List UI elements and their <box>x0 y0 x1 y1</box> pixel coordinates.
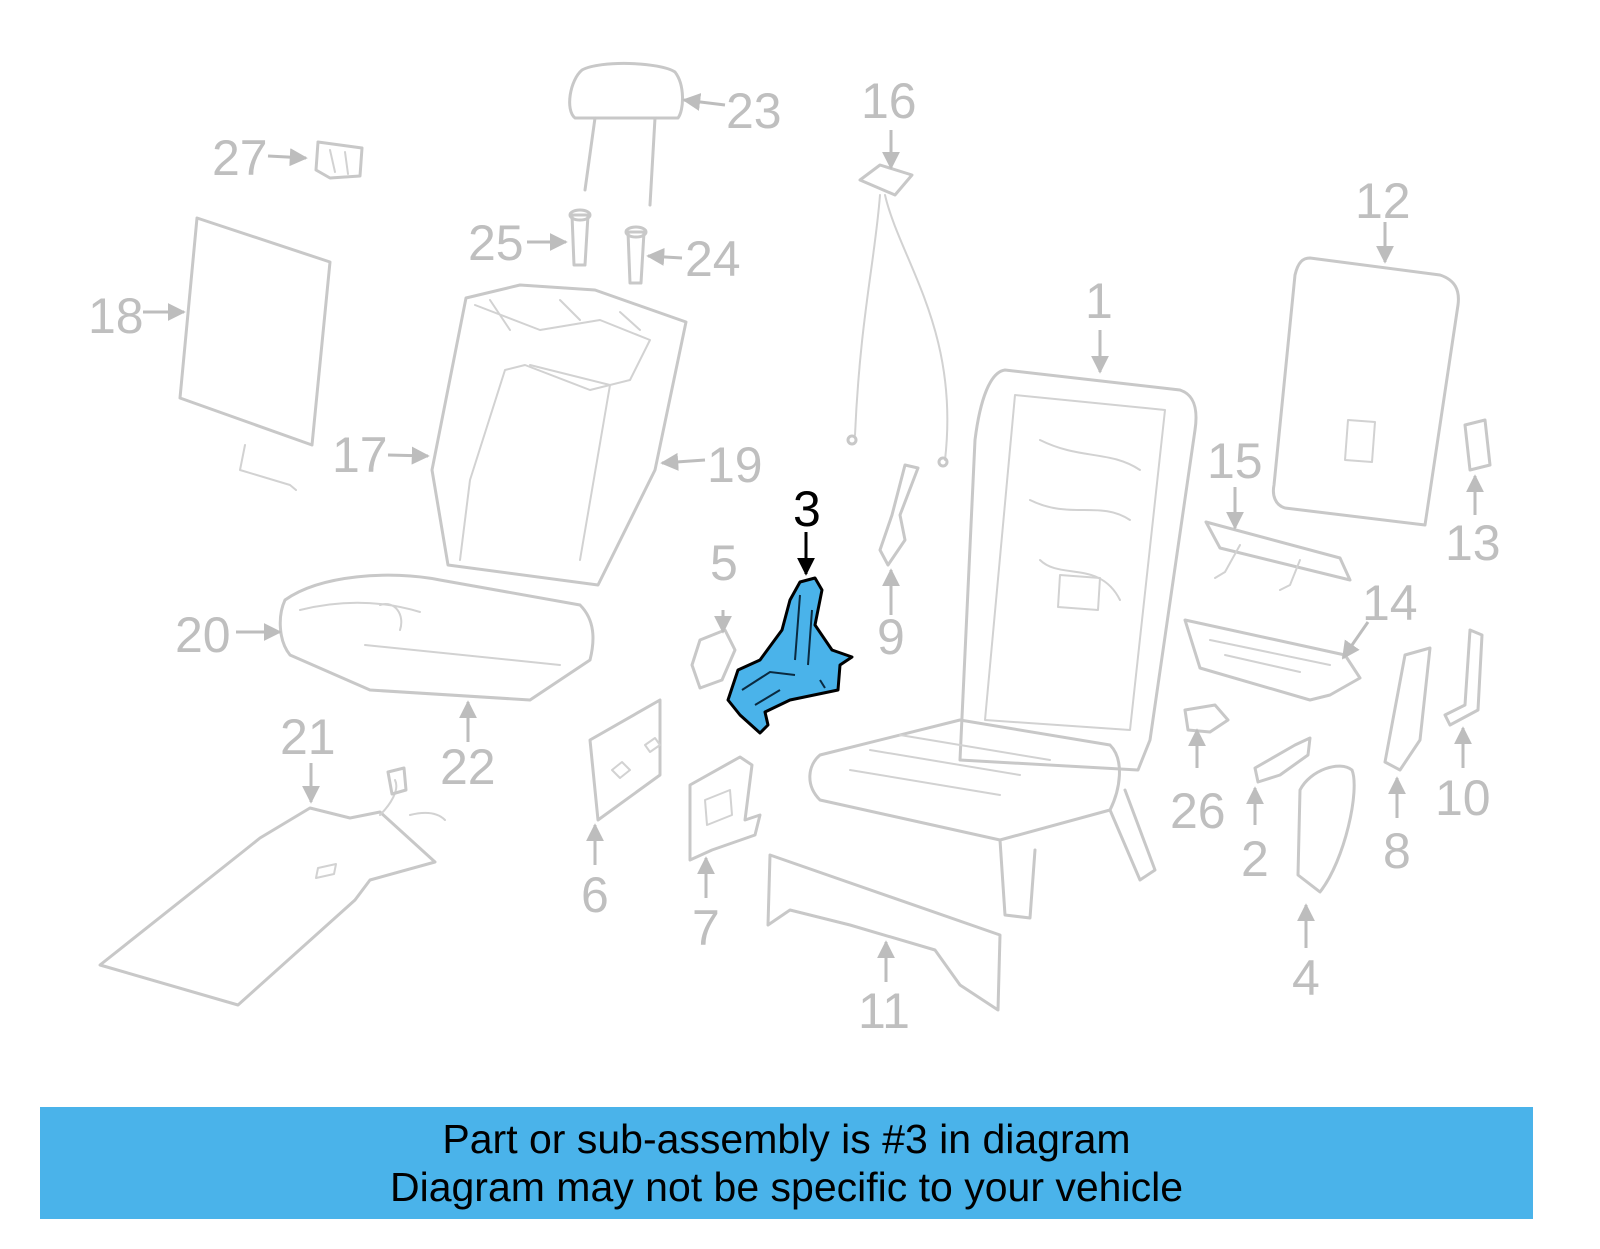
part-20-22-cushion <box>278 573 595 702</box>
part-8-trim <box>1383 646 1432 772</box>
part-10-trim <box>1443 628 1484 727</box>
label-24: 24 <box>685 231 741 287</box>
label-2: 2 <box>1241 831 1269 887</box>
part-1-seat-frame <box>808 368 1198 920</box>
label-22: 22 <box>440 739 496 795</box>
label-15: 15 <box>1207 433 1263 489</box>
label-5: 5 <box>710 535 738 591</box>
part-labels: 23 27 16 25 24 12 18 1 17 19 15 13 3 5 1… <box>88 73 1501 1039</box>
part-13-latch <box>1463 418 1492 472</box>
part-3-highlighted[interactable] <box>726 576 854 735</box>
label-12: 12 <box>1355 173 1411 229</box>
label-1: 1 <box>1085 273 1113 329</box>
label-19: 19 <box>707 437 763 493</box>
label-3-highlighted: 3 <box>793 481 821 537</box>
label-27: 27 <box>212 130 268 186</box>
part-24-guide <box>624 225 648 285</box>
label-17: 17 <box>332 427 388 483</box>
label-8: 8 <box>1383 823 1411 879</box>
part-2-handle <box>1253 736 1312 784</box>
part-11-cross-beam <box>766 853 1002 1012</box>
label-4: 4 <box>1292 950 1320 1006</box>
label-6: 6 <box>581 867 609 923</box>
label-13: 13 <box>1445 515 1501 571</box>
part-17-19-seatback <box>430 283 688 587</box>
info-banner: Part or sub-assembly is #3 in diagram Di… <box>40 1107 1533 1219</box>
part-4-side-cover <box>1296 764 1356 894</box>
part-7-mount-bracket <box>688 755 762 862</box>
part-21-floor-mat <box>98 766 446 1007</box>
label-9: 9 <box>877 609 905 665</box>
part-9-bracket <box>878 463 920 567</box>
part-6-cover-plate <box>588 698 662 822</box>
banner-line-2: Diagram may not be specific to your vehi… <box>389 1164 1183 1210</box>
label-16: 16 <box>861 73 917 129</box>
part-14-seat-track <box>1183 618 1362 702</box>
part-23-headrest <box>568 62 684 207</box>
label-21: 21 <box>280 709 336 765</box>
leader-arrows <box>143 93 1484 982</box>
part-27-clip <box>314 140 364 180</box>
label-18: 18 <box>88 288 144 344</box>
label-11: 11 <box>858 983 910 1039</box>
label-20: 20 <box>175 607 231 663</box>
label-26: 26 <box>1170 783 1226 839</box>
part-16-release-cable <box>846 163 949 468</box>
part-26-cap <box>1183 703 1230 734</box>
label-7: 7 <box>692 900 720 956</box>
part-25-guide <box>568 208 592 267</box>
banner-line-1: Part or sub-assembly is #3 in diagram <box>442 1116 1131 1162</box>
part-18-back-panel <box>178 216 332 491</box>
part-15-rail <box>1204 520 1352 591</box>
part-12-back-panel <box>1271 256 1460 527</box>
label-14: 14 <box>1362 575 1418 631</box>
label-25: 25 <box>468 215 524 271</box>
label-23: 23 <box>726 83 782 139</box>
part-5-clip <box>690 628 737 690</box>
label-10: 10 <box>1435 770 1491 826</box>
